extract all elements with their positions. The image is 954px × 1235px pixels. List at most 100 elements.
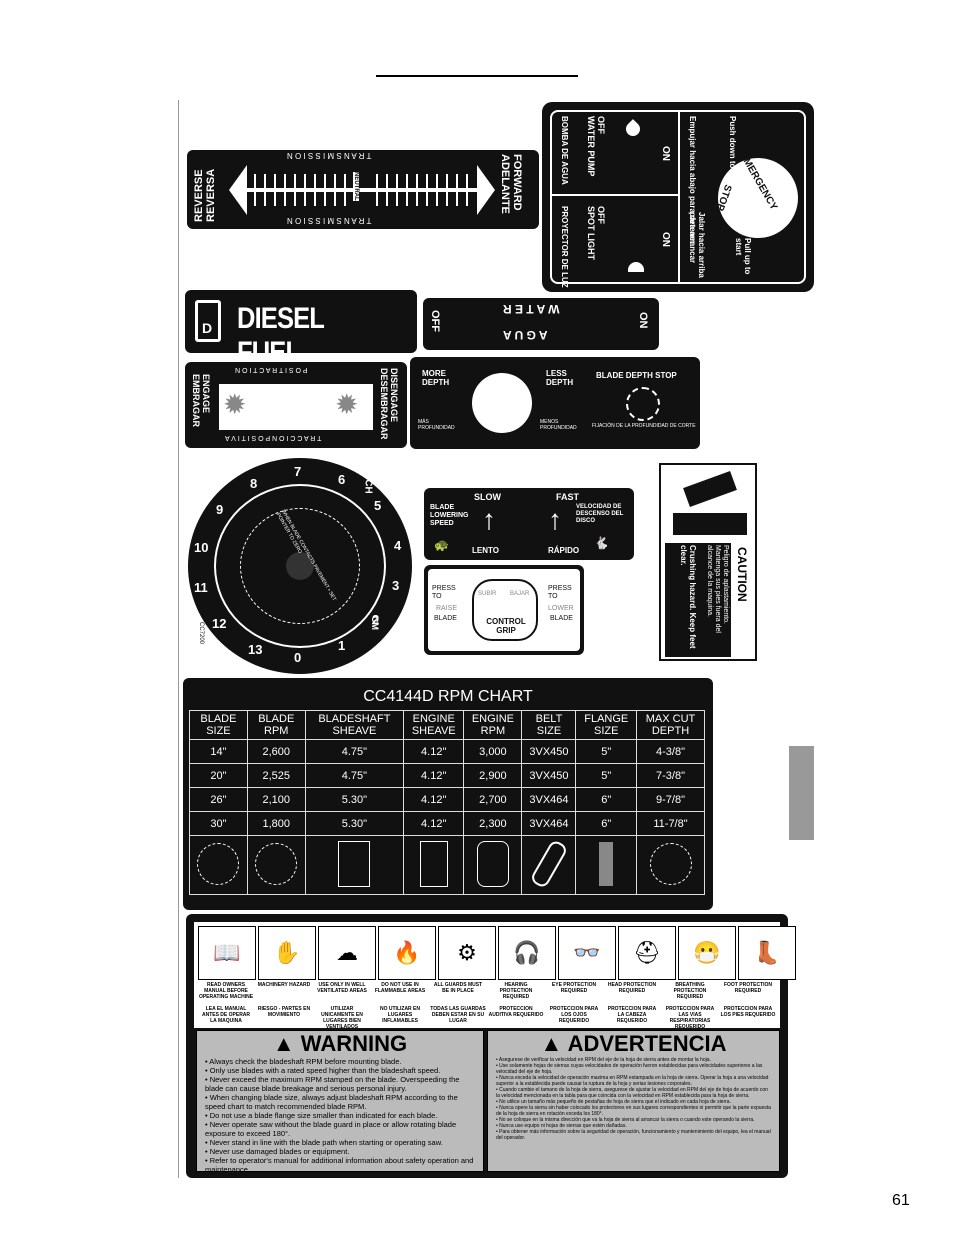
dial-number: 4 <box>394 538 402 553</box>
depth-stop-blade-icon <box>626 387 660 421</box>
water-pump-label: WATER PUMP <box>586 116 596 177</box>
fuel-pump-icon <box>195 300 221 342</box>
lower-label: LOWER <box>548 605 574 612</box>
reversa-label: REVERSA <box>205 168 217 222</box>
caption-es: TODAS LAS GUARDAS DEBEN ESTAR EN SU LUGA… <box>430 1006 486 1024</box>
blade-lowering-speed-decal: SLOW FAST BLADE LOWERING SPEED ↑ ↑ VELOC… <box>424 488 634 560</box>
list-item: Nunca exceda la velocidad de operación m… <box>496 1075 771 1087</box>
advertencia-triangle-icon: ▲ <box>540 1031 563 1056</box>
decal-sheet-outline <box>178 100 791 1178</box>
bajar-label: BAJAR <box>510 591 530 597</box>
transmission-word-bottom: T R A N S M I S S I O N <box>287 216 372 225</box>
menos-profundidad-label: MENOS PROFUNDIDAD <box>540 419 577 431</box>
control-grip-decal: PRESS TO RAISE BLADE SUBIR BAJAR CONTROL… <box>424 565 584 655</box>
caption-en: READ OWNERS MANUAL BEFORE OPERATING MACH… <box>198 982 254 1000</box>
water-label: W A T E R <box>503 302 560 316</box>
depth-dial-decal: INCH CM CC7200 WHEN BLADE CONTACTS PAVEM… <box>188 458 412 674</box>
adelante-label: ADELANTE <box>499 154 511 214</box>
caption-en: USE ONLY IN WELL VENTILATED AREAS <box>317 982 367 994</box>
gear-icon-right: ✹ <box>335 389 359 420</box>
depth-knob <box>472 373 532 433</box>
turtle-icon: 🐢 <box>434 538 449 552</box>
engage-label: ENGAGE <box>201 374 211 414</box>
header-rule <box>376 75 578 77</box>
positraction-top-label: P O S I T R A C T I O N <box>235 366 308 373</box>
caution-decal: Crushing hazard. Keep feet clear. Peligr… <box>659 463 757 661</box>
caption-es: PROTECCION PARA LA CABEZA REQUERIDO <box>607 1006 657 1024</box>
gear-icon: ✹ <box>223 389 247 420</box>
list-item: Never operate saw without the blade guar… <box>205 1120 475 1138</box>
proyector-label: PROYECTOR DE LUZ <box>560 206 569 288</box>
positraction-bottom-label: T R A C C I O N P O S I T I V A <box>225 434 322 441</box>
desembragar-label: DESEMBRAGAR <box>379 368 389 440</box>
subir-label: SUBIR <box>478 591 497 597</box>
bomba-label: BOMBA DE AGUA <box>560 116 569 185</box>
blade-lower-label: BLADE <box>550 615 573 622</box>
blade-raise-label: BLADE <box>434 615 457 622</box>
water-decal: OFF W A T E R A G U A ON <box>423 298 659 350</box>
caption-en: DO NOT USE IN FLAMMABLE AREAS <box>374 982 426 994</box>
caution-en-text: Crushing hazard. Keep feet clear. <box>679 545 697 649</box>
machinery-hazard-icon: ✋ <box>258 926 316 980</box>
transmission-decal: REVERSE REVERSA NEUTRAL T R A N S M I S … <box>187 150 539 229</box>
dial-center-icon <box>286 552 314 580</box>
list-item: Never stand in line with the blade path … <box>205 1138 475 1147</box>
agua-label: A G U A <box>503 328 548 342</box>
fijacion-label: FIJACIÓN DE LA PROFUNDIDAD DE CORTE <box>592 423 696 429</box>
list-item: No se coloque en la misma dirección que … <box>496 1117 771 1123</box>
dial-number: 7 <box>294 464 302 479</box>
list-item: Never exceed the maximum RPM stamped on … <box>205 1075 475 1093</box>
water-pump-off-label: OFF <box>596 116 606 134</box>
list-item: No utilice un tamaño más pequeño de pest… <box>496 1099 771 1105</box>
rabbit-icon: 🐇 <box>594 536 609 550</box>
control-grip-icon <box>472 579 538 641</box>
warning-title: WARNING <box>300 1031 408 1056</box>
caption-es: LEA EL MANUAL ANTES DE OPERAR LA MAQUINA <box>201 1006 251 1024</box>
advertencia-title: ADVERTENCIA <box>567 1031 727 1056</box>
dial-number: 6 <box>338 472 346 487</box>
pull-up-label: Pull up to start <box>734 238 752 275</box>
blade-lowering-label: BLADE LOWERING SPEED <box>430 504 469 527</box>
caption-es: PROTECCION AUDITIVA REQUERIDO <box>488 1006 544 1018</box>
caption-en: FOOT PROTECTION REQUIRED <box>723 982 773 994</box>
advertencia-list: Asegurese de verificar la velocidad en R… <box>488 1057 779 1141</box>
crushing-hazard-icon <box>665 469 751 541</box>
warning-triangle-icon: ▲ <box>272 1031 295 1056</box>
positraction-decal: ENGAGE EMBRAGAR ✹ ✹ P O S I T R A C T I … <box>185 362 407 448</box>
embragar-label: EMBRAGAR <box>191 374 201 427</box>
water-pump-on-label: ON <box>660 146 671 161</box>
caption-en: ALL GUARDS MUST BE IN PLACE <box>433 982 483 994</box>
dial-number: 12 <box>212 616 227 631</box>
dial-code-label: CC7200 <box>198 621 205 645</box>
caption-en: BREATHING PROTECTION REQUIRED <box>673 982 707 1000</box>
dial-number: 11 <box>194 580 208 595</box>
dial-number: 5 <box>374 498 382 513</box>
spot-light-icon <box>628 262 644 272</box>
bladeshaft-sheave-icon <box>338 840 371 887</box>
caption-es: RIESGO - PARTES EN MOVIMIENTO <box>257 1006 311 1018</box>
warning-panel: ▲ WARNING Always check the bladeshaft RP… <box>196 1030 484 1174</box>
list-item: Nunca opere la sierra sin haber colocado… <box>496 1105 771 1117</box>
boot-icon: 👢 <box>738 926 796 980</box>
dial-number: 0 <box>294 650 302 665</box>
lento-label: LENTO <box>472 546 499 555</box>
list-item: Para obtener más información sobre la se… <box>496 1129 771 1141</box>
rpm-chart-title: CC4144D RPM CHART <box>363 688 533 705</box>
jalar-label: Jalar hacia arriba para arrancar <box>688 212 706 278</box>
book-icon: 📖 <box>198 926 256 980</box>
slow-label: SLOW <box>474 492 501 502</box>
flange-icon <box>599 841 614 886</box>
transmission-word-top: T R A N S M I S S I O N <box>287 151 372 160</box>
forward-label: FORWARD <box>511 154 523 211</box>
control-grip-label: CONTROL GRIP <box>486 617 526 635</box>
neutral-label: NEUTRAL <box>353 172 359 201</box>
traction-arrow-icon <box>219 384 373 430</box>
